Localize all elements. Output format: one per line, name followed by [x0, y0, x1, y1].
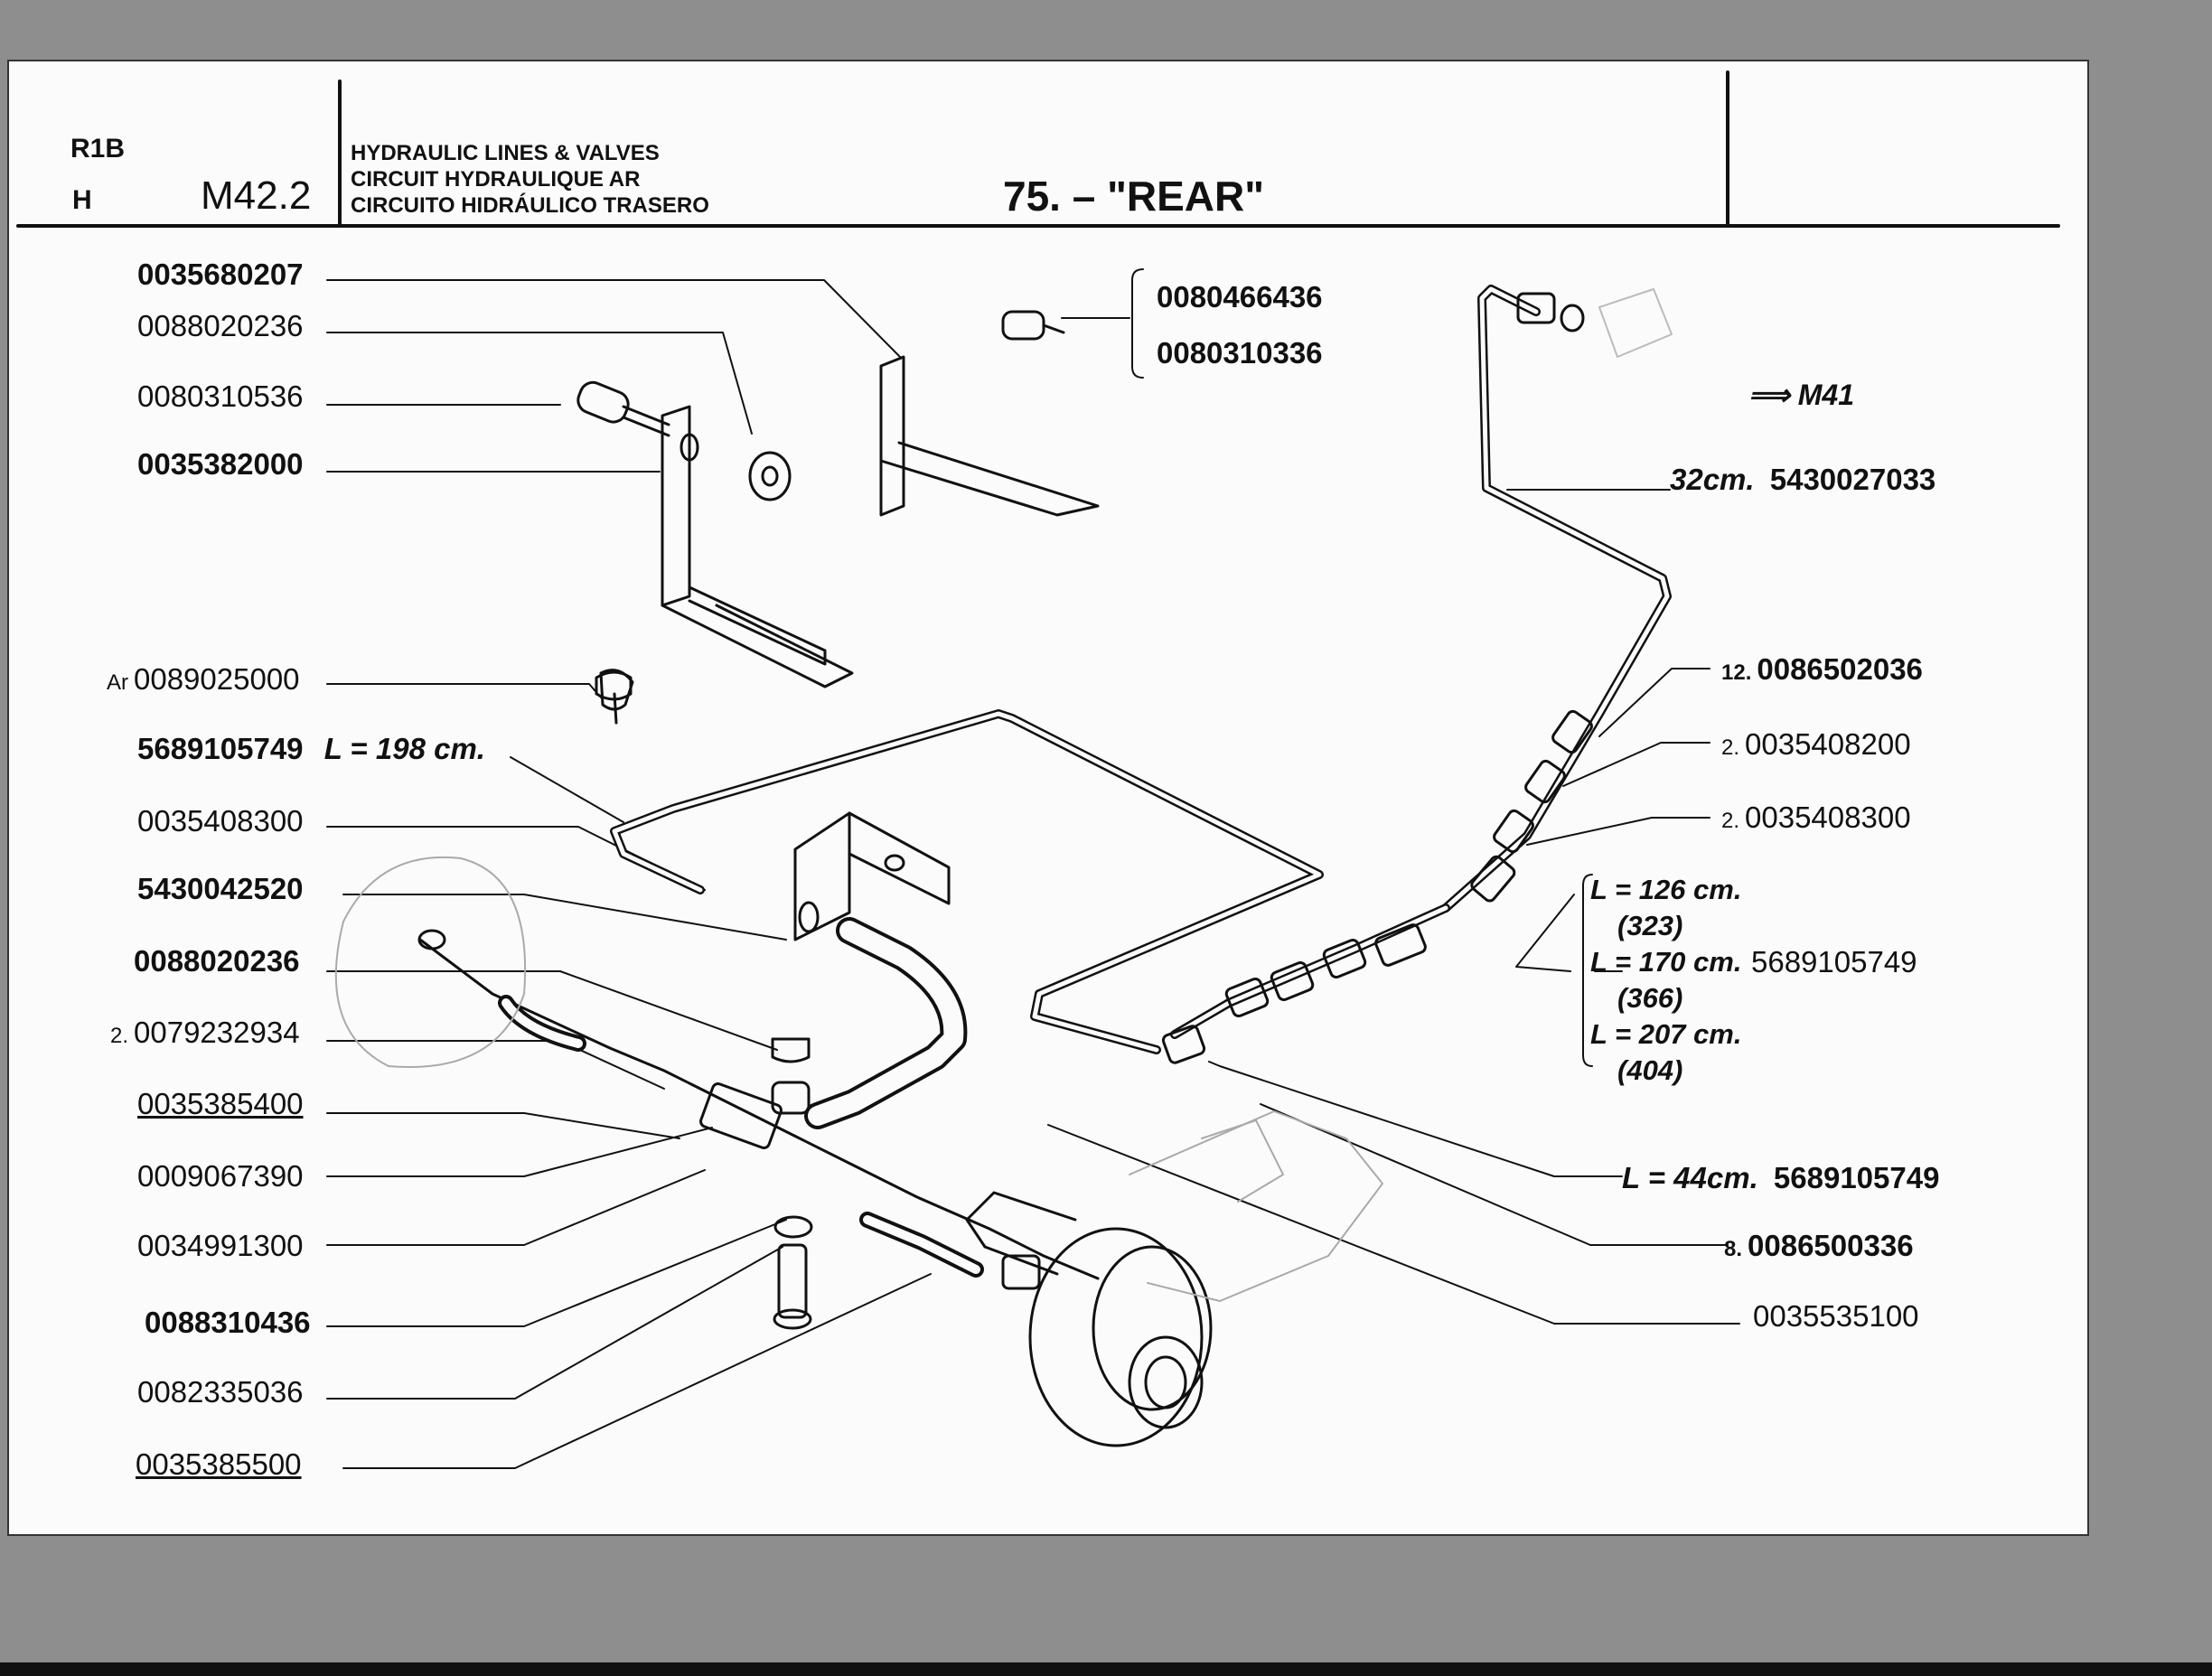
part-number: 0089025000 — [134, 662, 300, 696]
variant-code: H — [72, 185, 92, 215]
arrow-right-icon: ⟹ — [1748, 379, 1790, 411]
part-label: 32cm. 5430027033 — [1670, 463, 1936, 497]
length-code: (366) — [1617, 982, 1683, 1014]
length-option: L = 207 cm. — [1590, 1018, 1742, 1050]
part-number: 0086502036 — [1757, 652, 1923, 686]
part-label: 0035385500 — [136, 1447, 302, 1481]
part-label: 0009067390 — [137, 1159, 304, 1193]
part-number: 0035408300 — [1745, 801, 1911, 834]
parts-sheet — [9, 61, 2087, 1534]
part-length: L = 44cm. — [1622, 1161, 1758, 1194]
part-label: 0035535100 — [1753, 1299, 1919, 1333]
length-option: L = 126 cm. — [1590, 874, 1742, 905]
part-label: 0035382000 — [137, 447, 304, 481]
part-label: 2.0079232934 — [110, 1016, 300, 1050]
part-label: 12.0086502036 — [1721, 652, 1923, 687]
part-label: 0035680207 — [137, 257, 304, 291]
part-label: L = 44cm. 5689105749 — [1622, 1161, 1939, 1195]
part-number: 5430027033 — [1769, 463, 1936, 496]
part-label: 0082335036 — [137, 1375, 304, 1409]
part-label: 5430042520 — [137, 872, 304, 905]
part-number: 0035408200 — [1745, 727, 1911, 761]
part-label: 0088310436 — [145, 1306, 311, 1339]
part-label: 0080310536 — [137, 379, 304, 413]
part-label: 5689105749 L = 198 cm. — [137, 732, 485, 766]
title-english: HYDRAULIC LINES & VALVES — [351, 141, 660, 165]
part-number: 5689105749 — [137, 732, 304, 765]
part-quantity: 12. — [1721, 660, 1752, 685]
model-code: R1B — [70, 134, 126, 164]
part-length: 32cm. — [1670, 463, 1755, 496]
part-label: 0088020236 — [137, 309, 304, 342]
part-quantity: 8. — [1724, 1237, 1743, 1261]
length-code: (323) — [1617, 910, 1683, 941]
length-option: L = 170 cm. — [1590, 946, 1742, 978]
part-label: 2.0035408300 — [1721, 801, 1911, 835]
part-label: 5689105749 — [1751, 945, 1917, 978]
title-french: CIRCUIT HYDRAULIQUE AR — [351, 167, 641, 192]
page-reference: M42.2 — [201, 173, 312, 218]
part-quantity: 2. — [1721, 809, 1740, 833]
part-length: L = 198 cm. — [323, 732, 485, 765]
part-label: 0080466436 — [1157, 280, 1323, 314]
part-prefix: Ar — [107, 670, 128, 695]
cross-reference: ⟹ M41 — [1748, 378, 1854, 412]
part-quantity: 2. — [110, 1024, 129, 1048]
part-label: 0035385400 — [137, 1087, 304, 1120]
part-label: 0088020236 — [134, 944, 300, 978]
part-label: 0080310336 — [1157, 336, 1323, 370]
part-number: 5689105749 — [1773, 1161, 1940, 1194]
part-label: 8.0086500336 — [1724, 1229, 1914, 1263]
part-label: 0034991300 — [137, 1229, 304, 1262]
part-label: 2.0035408200 — [1721, 727, 1911, 762]
length-code: (404) — [1617, 1054, 1683, 1086]
part-number: 0086500336 — [1748, 1229, 1914, 1262]
part-number: 0079232934 — [134, 1016, 300, 1049]
group-title: 75. – "REAR" — [1003, 173, 1265, 220]
cross-reference-code: M41 — [1797, 379, 1855, 411]
length-options: L = 126 cm. (323) L = 170 cm. (366) L = … — [1590, 872, 1741, 1089]
title-spanish: CIRCUITO HIDRÁULICO TRASERO — [351, 193, 709, 218]
part-quantity: 2. — [1721, 735, 1740, 760]
part-label: 0035408300 — [137, 804, 304, 838]
